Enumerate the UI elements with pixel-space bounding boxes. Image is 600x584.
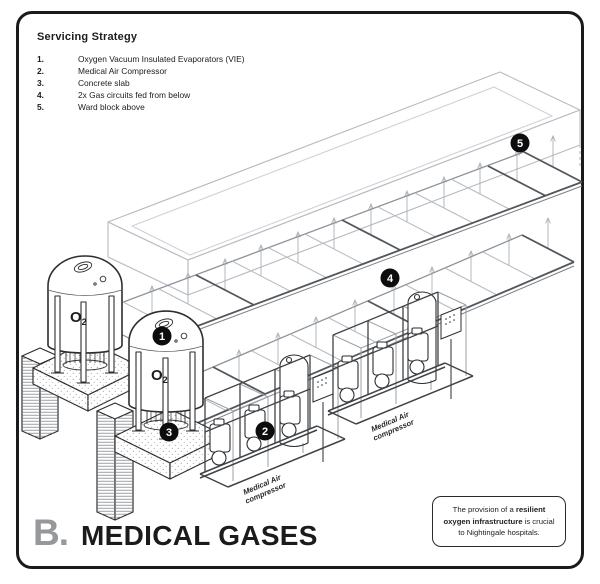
hatched-column-2 <box>96 402 134 521</box>
section-letter: B. <box>33 512 69 553</box>
legend-item-number: 3. <box>37 78 44 88</box>
footer-title-block: B. MEDICAL GASES <box>33 512 318 554</box>
marker-1: 1 <box>152 326 172 346</box>
legend: Servicing Strategy 1. Oxygen Vacuum Insu… <box>37 31 245 113</box>
legend-item-label: Medical Air Compressor <box>78 66 167 76</box>
marker-2: 2 <box>255 421 275 441</box>
svg-text:1: 1 <box>159 331 165 343</box>
legend-item: 2. Medical Air Compressor <box>37 65 245 77</box>
page-title: MEDICAL GASES <box>81 520 318 551</box>
legend-item-label: Ward block above <box>78 102 145 112</box>
legend-title: Servicing Strategy <box>37 31 138 43</box>
svg-text:4: 4 <box>387 273 394 285</box>
ward-block <box>107 71 581 296</box>
note-line: to Nightingale hospitals. <box>458 528 540 538</box>
marker-3: 3 <box>159 422 179 442</box>
note-line: The provision of a resilient <box>452 505 546 514</box>
legend-item-label: Oxygen Vacuum Insulated Evaporators (VIE… <box>78 54 245 64</box>
legend-item: 4. 2x Gas circuits fed from below <box>37 89 245 101</box>
o2-label: O2 <box>70 309 87 327</box>
svg-text:2: 2 <box>262 426 268 438</box>
compressor-unit-1 <box>199 354 346 488</box>
compressor-unit-2 <box>327 291 474 425</box>
marker-5: 5 <box>510 133 530 153</box>
legend-item-number: 2. <box>37 66 44 76</box>
note-box: The provision of a resilient oxygen infr… <box>432 496 566 547</box>
gas-circuit-grid-back <box>85 135 583 351</box>
legend-item-number: 1. <box>37 54 44 64</box>
legend-item-label: Concrete slab <box>78 78 130 88</box>
legend-item: 3. Concrete slab <box>37 77 245 89</box>
legend-list: 1. Oxygen Vacuum Insulated Evaporators (… <box>37 53 245 113</box>
svg-text:5: 5 <box>517 138 523 150</box>
compressor-label-1: Medical Air compressor <box>242 472 289 505</box>
svg-text:3: 3 <box>166 427 172 439</box>
note-line: oxygen infrastructure is crucial <box>443 516 555 526</box>
legend-item-number: 5. <box>37 102 44 112</box>
o2-label: O2 <box>151 367 168 385</box>
oxygen-tank-1: O2 <box>47 255 123 384</box>
compressor-label-2: Medical Air compressor <box>370 409 417 442</box>
oxygen-tank-2: O2 <box>128 310 204 440</box>
legend-item-label: 2x Gas circuits fed from below <box>78 90 191 100</box>
legend-item: 5. Ward block above <box>37 101 245 113</box>
marker-4: 4 <box>380 268 400 288</box>
legend-item-number: 4. <box>37 90 44 100</box>
legend-item: 1. Oxygen Vacuum Insulated Evaporators (… <box>37 53 245 65</box>
